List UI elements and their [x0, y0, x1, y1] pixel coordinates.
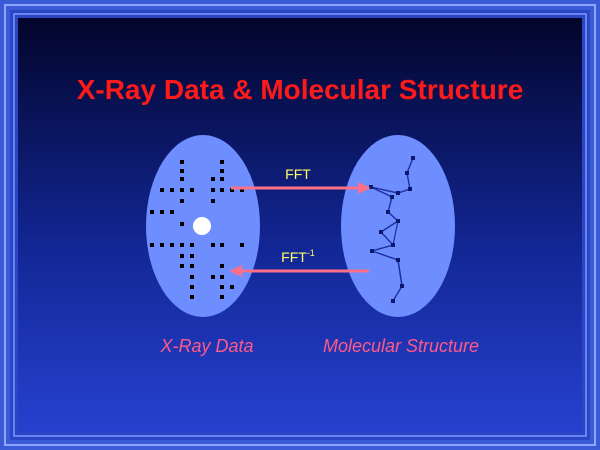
diffraction-spot — [220, 264, 224, 268]
diffraction-spot — [180, 199, 184, 203]
diffraction-spot — [190, 243, 194, 247]
diffraction-spot — [220, 188, 224, 192]
diffraction-spot — [240, 243, 244, 247]
diffraction-spot — [160, 210, 164, 214]
diffraction-spot — [211, 243, 215, 247]
diffraction-spot — [170, 243, 174, 247]
molecule-ellipse — [341, 135, 455, 317]
diffraction-spot — [220, 275, 224, 279]
diffraction-spot — [180, 264, 184, 268]
atom — [396, 191, 400, 195]
diffraction-spot — [211, 275, 215, 279]
slide-background — [18, 18, 582, 432]
diffraction-spot — [180, 160, 184, 164]
diffraction-spot — [180, 222, 184, 226]
diffraction-spot — [180, 254, 184, 258]
diffraction-spot — [220, 169, 224, 173]
diffraction-spot — [170, 188, 174, 192]
diffraction-spot — [220, 295, 224, 299]
fft-inverse-label-superscript: -1 — [307, 248, 315, 258]
fft-inverse-label: FFT-1 — [281, 248, 315, 265]
atom — [400, 284, 404, 288]
diffraction-spot — [180, 188, 184, 192]
molecule-backbone — [369, 156, 415, 303]
atom — [386, 210, 390, 214]
diffraction-spot — [190, 188, 194, 192]
atom — [396, 258, 400, 262]
diffraction-spots — [150, 160, 244, 299]
diffraction-spot — [211, 177, 215, 181]
diffraction-spot — [220, 243, 224, 247]
atom — [405, 171, 409, 175]
atom — [390, 195, 394, 199]
frame-bevel-inner — [13, 13, 587, 437]
molecular-structure-panel — [341, 135, 455, 317]
diffraction-spot — [160, 243, 164, 247]
diffraction-spot — [211, 188, 215, 192]
diffraction-spot — [190, 285, 194, 289]
diffraction-spot — [190, 275, 194, 279]
molecular-structure-caption: Molecular Structure — [323, 336, 479, 356]
diffraction-spot — [190, 264, 194, 268]
diffraction-spot — [220, 177, 224, 181]
diffraction-spot — [180, 169, 184, 173]
atom — [396, 219, 400, 223]
diffraction-spot — [211, 199, 215, 203]
molecule-bond — [392, 220, 399, 246]
diffraction-spot — [190, 254, 194, 258]
diffraction-spot — [230, 188, 234, 192]
atom — [408, 187, 412, 191]
diffraction-spot — [220, 160, 224, 164]
slide-title: X-Ray Data & Molecular Structure — [77, 74, 524, 105]
molecule-bond — [397, 259, 403, 287]
atom — [391, 299, 395, 303]
diffraction-spot — [150, 210, 154, 214]
atom — [369, 185, 373, 189]
diffraction-spot — [170, 210, 174, 214]
atom — [391, 243, 395, 247]
center-beam-spot — [193, 217, 211, 235]
xray-data-panel — [146, 135, 260, 317]
diffraction-spot — [230, 285, 234, 289]
fft-forward-label: FFT — [285, 166, 311, 182]
atom — [370, 249, 374, 253]
atom — [411, 156, 415, 160]
fft-inverse-label-base: FFT — [281, 249, 307, 265]
diffraction-spot — [190, 295, 194, 299]
diffraction-spot — [150, 243, 154, 247]
diffraction-spot — [160, 188, 164, 192]
frame-bevel-light — [4, 4, 596, 446]
diffraction-spot — [220, 285, 224, 289]
diffraction-spot — [180, 177, 184, 181]
diffraction-spot — [180, 243, 184, 247]
xray-data-caption: X-Ray Data — [159, 336, 253, 356]
atom — [379, 230, 383, 234]
diffraction-spot — [240, 188, 244, 192]
